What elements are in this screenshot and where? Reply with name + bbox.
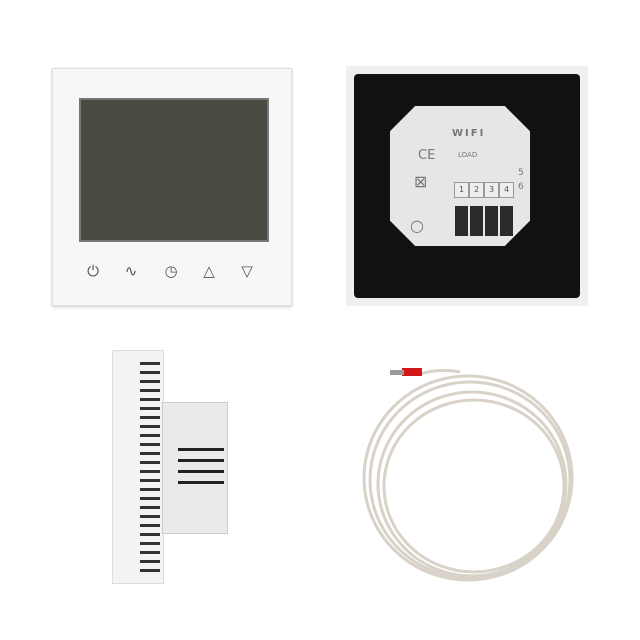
load-label: LOAD — [458, 151, 478, 159]
ce-mark: CE — [418, 148, 436, 163]
terminal-2: 2 — [469, 182, 484, 198]
terminal-4: 4 — [499, 182, 514, 198]
weee-icon: ⊠ — [414, 172, 428, 191]
terminal-1: 1 — [454, 182, 469, 198]
screw-terminal — [500, 206, 513, 236]
wifi-label: WIFI — [452, 128, 486, 139]
sensor-tip — [402, 368, 422, 376]
terminal-3: 3 — [484, 182, 499, 198]
wiring-module: WIFI CE LOAD ⊠ 1 2 3 4 5 6 ○ — [390, 106, 530, 246]
down-arrow-icon[interactable]: ▽ — [241, 262, 253, 280]
mode-icon[interactable]: ∿ — [124, 262, 138, 280]
terminal-5: 5 — [518, 168, 524, 178]
power-icon[interactable]: ⏻ — [87, 262, 99, 280]
reset-hole-icon: ○ — [410, 216, 424, 235]
side-vents — [178, 440, 224, 490]
screw-terminal — [485, 206, 498, 236]
clock-icon[interactable]: ◷ — [164, 262, 178, 280]
up-arrow-icon[interactable]: △ — [203, 262, 215, 280]
screw-terminal — [455, 206, 468, 236]
sensor-cable — [362, 368, 574, 582]
sensor-probe — [390, 370, 404, 375]
thermostat-front-panel: ⏻ ∿ ◷ △ ▽ — [52, 68, 292, 306]
side-fins — [140, 356, 160, 576]
screw-terminal — [470, 206, 483, 236]
terminal-6: 6 — [518, 182, 524, 192]
lcd-screen — [79, 98, 269, 242]
thermostat-back-panel: WIFI CE LOAD ⊠ 1 2 3 4 5 6 ○ — [346, 66, 588, 306]
